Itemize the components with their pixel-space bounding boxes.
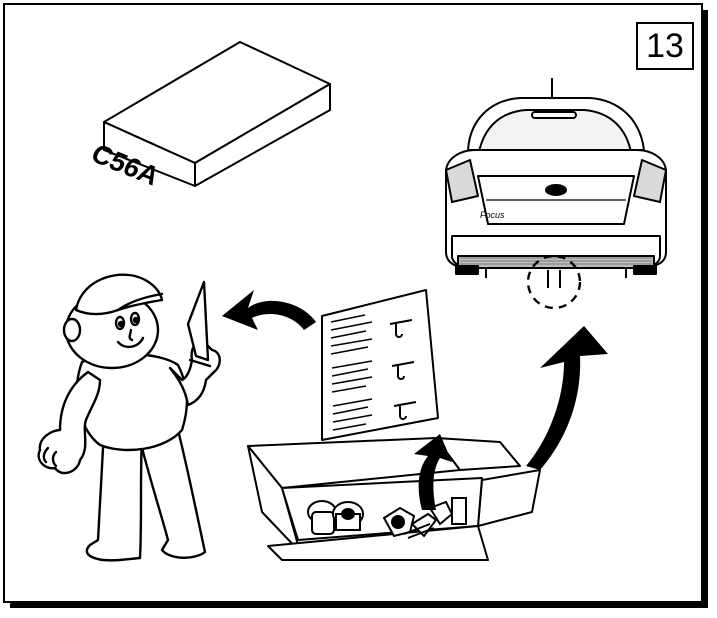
step-number: 13 [646, 27, 684, 66]
instruction-sheet [322, 290, 438, 440]
car-model-badge: Focus [480, 210, 505, 220]
step-number-box: 13 [636, 22, 694, 70]
